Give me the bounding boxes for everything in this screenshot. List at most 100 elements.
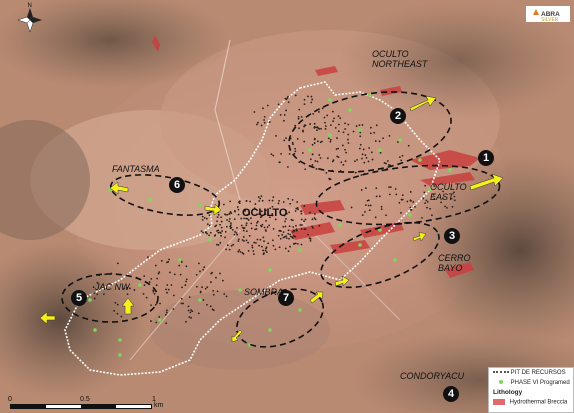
drill-hole (394, 188, 397, 190)
drill-hole (260, 215, 263, 218)
drill-hole (291, 236, 294, 239)
drill-hole (385, 214, 387, 217)
drill-hole (364, 187, 367, 190)
drill-hole (246, 214, 249, 217)
drill-hole (279, 114, 282, 116)
drill-hole (321, 140, 323, 143)
drill-hole (268, 224, 271, 227)
drill-hole (302, 129, 304, 132)
drill-hole (264, 229, 267, 231)
drill-hole (324, 121, 326, 124)
drill-hole (326, 114, 329, 117)
drill-hole (239, 250, 242, 253)
drill-hole (243, 240, 245, 242)
drill-hole (201, 215, 204, 218)
target-marker-1[interactable]: 1 (478, 150, 494, 166)
drill-hole (198, 262, 200, 265)
drill-hole (280, 152, 282, 155)
drill-hole (294, 242, 297, 245)
drill-hole (126, 286, 129, 289)
drill-hole (388, 134, 391, 137)
drill-hole (233, 218, 236, 221)
drill-hole (323, 116, 326, 119)
drill-hole (423, 191, 426, 194)
pit-line-icon (493, 371, 509, 374)
drill-hole (241, 239, 244, 241)
target-marker-4[interactable]: 4 (443, 386, 459, 402)
drill-hole (304, 168, 307, 171)
target-marker-5[interactable]: 5 (71, 290, 87, 306)
drill-hole (294, 94, 297, 97)
drill-hole (319, 157, 322, 159)
drill-hole (262, 236, 265, 239)
drill-hole (289, 202, 292, 205)
drill-hole (367, 204, 370, 207)
drill-hole (289, 233, 292, 236)
drill-hole (453, 191, 455, 194)
drill-hole (234, 230, 237, 233)
phase-vi-hole (198, 298, 202, 302)
label-line: EAST (430, 192, 454, 202)
drill-hole (172, 308, 175, 310)
target-marker-7[interactable]: 7 (278, 290, 294, 306)
drill-hole (266, 251, 268, 254)
drill-hole (426, 206, 428, 209)
drill-hole (253, 207, 256, 210)
drill-hole (316, 126, 319, 129)
drill-hole (230, 224, 232, 227)
drill-hole (237, 250, 240, 253)
drill-hole (150, 320, 152, 322)
drill-hole (254, 228, 257, 231)
phase-vi-hole (148, 198, 152, 202)
drill-hole (219, 232, 222, 234)
phase-vi-hole (408, 213, 412, 217)
drill-hole (356, 158, 358, 161)
drill-hole (331, 160, 334, 163)
drill-hole (361, 124, 364, 126)
drill-hole (265, 246, 268, 249)
drill-hole (320, 127, 322, 130)
drill-hole (313, 213, 316, 215)
drill-hole (311, 143, 314, 146)
drill-hole (292, 143, 294, 146)
drill-hole (180, 261, 183, 263)
drill-hole (236, 226, 238, 229)
target-marker-3[interactable]: 3 (444, 228, 460, 244)
drill-hole (160, 259, 163, 262)
drill-hole (350, 206, 353, 209)
phase-vi-hole (328, 133, 332, 137)
drill-hole (202, 299, 205, 301)
drill-hole (269, 207, 272, 210)
drill-hole (374, 140, 377, 142)
drill-hole (185, 280, 187, 283)
drill-hole (389, 186, 392, 189)
label-line: CERRO (438, 253, 471, 263)
phase-vi-hole (338, 223, 342, 227)
target-marker-2[interactable]: 2 (390, 108, 406, 124)
drill-hole (303, 140, 306, 143)
drill-hole (126, 293, 129, 296)
target-marker-6[interactable]: 6 (169, 177, 185, 193)
phase-vi-hole (418, 158, 422, 162)
drill-hole (274, 218, 277, 221)
drill-hole (266, 104, 269, 107)
drill-hole (318, 111, 320, 113)
drill-hole (298, 127, 300, 130)
drill-hole (426, 200, 429, 203)
drill-hole (170, 284, 173, 286)
drill-hole (155, 284, 158, 287)
drill-hole (190, 316, 192, 319)
drill-hole (220, 216, 222, 219)
phase-vi-hole (158, 318, 162, 322)
drill-hole (185, 320, 187, 323)
drill-hole (147, 256, 149, 259)
label-line: NORTHEAST (372, 59, 428, 69)
drill-hole (407, 144, 410, 147)
svg-text:ABRA: ABRA (541, 11, 560, 18)
drill-hole (187, 305, 190, 308)
drill-hole (220, 226, 223, 229)
label-oculto-east: OCULTO EAST (430, 182, 467, 202)
drill-hole (217, 213, 220, 216)
legend-pit: PIT DE RECURSOS (493, 370, 566, 376)
